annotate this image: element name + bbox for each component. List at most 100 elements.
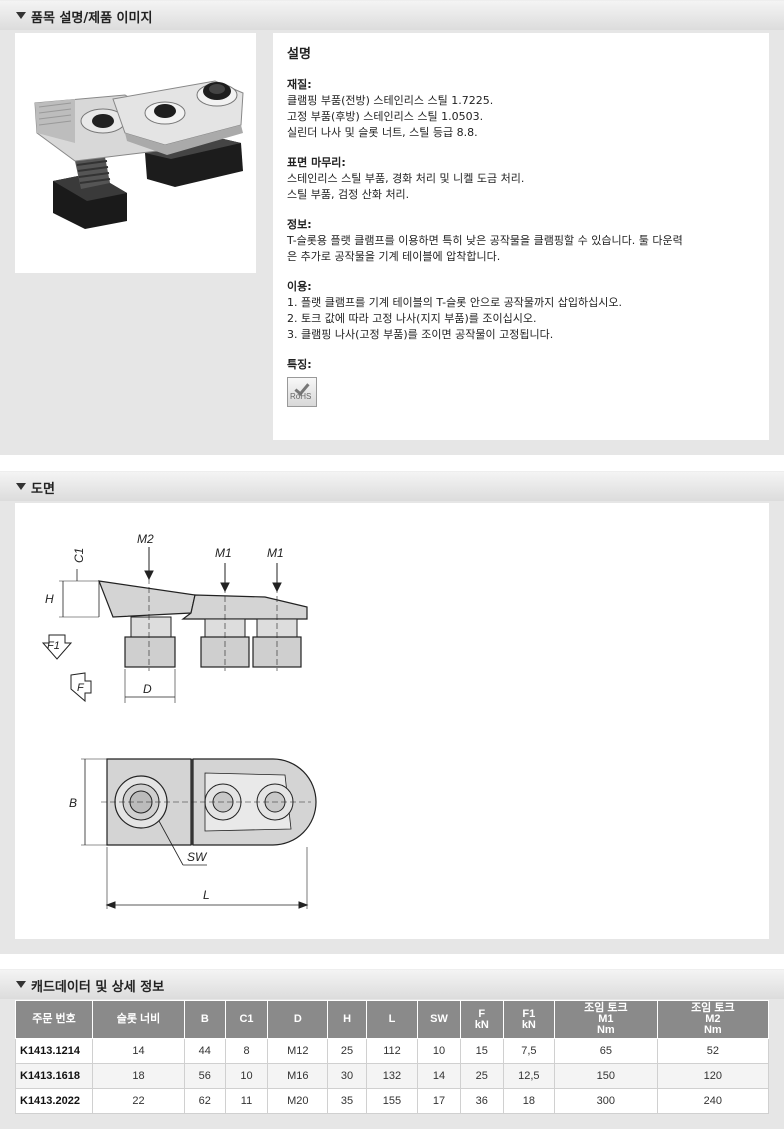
table-cell: 17	[417, 1088, 461, 1114]
description-panel: 설명 재질: 클램핑 부품(전방) 스테인리스 스틸 1.7225. 고정 부품…	[0, 30, 784, 455]
table-cell: 240	[656, 1088, 770, 1114]
table-cell: 35	[327, 1088, 367, 1114]
column-header: 주문 번호	[15, 1000, 93, 1039]
column-header: 슬롯 너비	[92, 1000, 185, 1039]
table-cell: 132	[365, 1063, 419, 1089]
table-cell: 18	[502, 1088, 556, 1114]
table-cell: 15	[459, 1038, 504, 1064]
l-label: L	[203, 888, 210, 902]
finish-block: 표면 마무리: 스테인리스 스틸 부품, 경화 처리 및 니켈 도금 처리. 스…	[287, 155, 755, 203]
column-header: SW	[417, 1000, 461, 1039]
material-label: 재질:	[287, 78, 312, 91]
finish-label: 표면 마무리:	[287, 156, 346, 169]
table-cell: 25	[327, 1038, 367, 1064]
table-cell: K1413.2022	[15, 1088, 93, 1114]
table-cell: 52	[656, 1038, 770, 1064]
table-cell: 120	[656, 1063, 770, 1089]
section-header-description[interactable]: 품목 설명/제품 이미지	[0, 0, 784, 30]
features-block: 특징: RoHS	[287, 357, 755, 407]
table-cell: 300	[554, 1088, 658, 1114]
material-block: 재질: 클램핑 부품(전방) 스테인리스 스틸 1.7225. 고정 부품(후방…	[287, 77, 755, 141]
table-cell: 12,5	[502, 1063, 556, 1089]
collapse-triangle-icon[interactable]	[16, 981, 26, 988]
rohs-label: RoHS	[290, 392, 312, 401]
rohs-badge-icon: RoHS	[287, 377, 317, 407]
column-header: C1	[224, 1000, 269, 1039]
m1a-label: M1	[215, 546, 232, 560]
table-cell: K1413.1214	[15, 1038, 93, 1064]
m2-label: M2	[137, 532, 154, 546]
table-cell: 65	[554, 1038, 658, 1064]
info-block: 정보: T-슬롯용 플랫 클램프를 이용하면 특히 낮은 공작물을 클램핑할 수…	[287, 217, 755, 265]
table-cell: 10	[417, 1038, 461, 1064]
table-cell: 62	[183, 1088, 226, 1114]
table-cell: 44	[183, 1038, 226, 1064]
table-cell: 8	[224, 1038, 269, 1064]
b-label: B	[69, 796, 77, 810]
info-line: T-슬롯용 플랫 클램프를 이용하면 특히 낮은 공작물을 클램핑할 수 있습니…	[287, 234, 683, 247]
f-label: F	[77, 682, 85, 694]
material-line: 실린더 나사 및 슬롯 너트, 스틸 등급 8.8.	[287, 126, 478, 139]
product-image	[15, 33, 256, 273]
table-cell: 7,5	[502, 1038, 556, 1064]
material-line: 고정 부품(후방) 스테인리스 스틸 1.0503.	[287, 110, 484, 123]
usage-line: 3. 클램핑 나사(고정 부품)를 조이면 공작물이 고정됩니다.	[287, 328, 554, 341]
f1-label: F1	[47, 640, 60, 652]
table-cell: 56	[183, 1063, 226, 1089]
info-label: 정보:	[287, 218, 312, 231]
table-cell: M16	[267, 1063, 329, 1089]
table-cell: 22	[92, 1088, 185, 1114]
section-header-drawing[interactable]: 도면	[0, 471, 784, 501]
drawing-panel: M2 M1 M1 C1 H F1 F D	[0, 501, 784, 954]
collapse-triangle-icon[interactable]	[16, 483, 26, 490]
table-cell: 18	[92, 1063, 185, 1089]
material-line: 클램핑 부품(전방) 스테인리스 스틸 1.7225.	[287, 94, 494, 107]
column-header: B	[183, 1000, 226, 1039]
table-cell: 11	[224, 1088, 269, 1114]
c1-label: C1	[72, 548, 86, 563]
section-header-cad[interactable]: 캐드데이터 및 상세 정보	[0, 969, 784, 999]
section-title: 도면	[31, 482, 55, 497]
features-label: 특징:	[287, 358, 312, 371]
collapse-triangle-icon[interactable]	[16, 12, 26, 19]
column-header: H	[327, 1000, 367, 1039]
table-cell: 150	[554, 1063, 658, 1089]
usage-label: 이용:	[287, 280, 312, 293]
table-cell: 14	[92, 1038, 185, 1064]
info-line: 은 추가로 공작물을 기계 테이블에 압착합니다.	[287, 250, 501, 263]
table-cell: M12	[267, 1038, 329, 1064]
table-cell: 14	[417, 1063, 461, 1089]
m1b-label: M1	[267, 546, 284, 560]
finish-line: 스테인리스 스틸 부품, 경화 처리 및 니켈 도금 처리.	[287, 172, 525, 185]
d-label: D	[143, 682, 152, 696]
description-box: 설명 재질: 클램핑 부품(전방) 스테인리스 스틸 1.7225. 고정 부품…	[273, 33, 769, 440]
finish-line: 스틸 부품, 검정 산화 처리.	[287, 188, 410, 201]
table-cell: 30	[327, 1063, 367, 1089]
table-cell: M20	[267, 1088, 329, 1114]
table-cell: 112	[365, 1038, 419, 1064]
sw-label: SW	[187, 850, 208, 864]
table-cell: 36	[459, 1088, 504, 1114]
table-cell: K1413.1618	[15, 1063, 93, 1089]
column-header: D	[267, 1000, 329, 1039]
table-cell: 155	[365, 1088, 419, 1114]
table-cell: 10	[224, 1063, 269, 1089]
column-header: L	[365, 1000, 419, 1039]
h-label: H	[45, 592, 54, 606]
table-cell: 25	[459, 1063, 504, 1089]
technical-drawing: M2 M1 M1 C1 H F1 F D	[15, 503, 769, 939]
usage-line: 1. 플랫 클램프를 기계 테이블의 T-슬롯 안으로 공작물까지 삽입하십시오…	[287, 296, 623, 309]
description-heading: 설명	[287, 47, 311, 62]
section-title: 캐드데이터 및 상세 정보	[31, 980, 165, 995]
section-title: 품목 설명/제품 이미지	[31, 11, 153, 26]
